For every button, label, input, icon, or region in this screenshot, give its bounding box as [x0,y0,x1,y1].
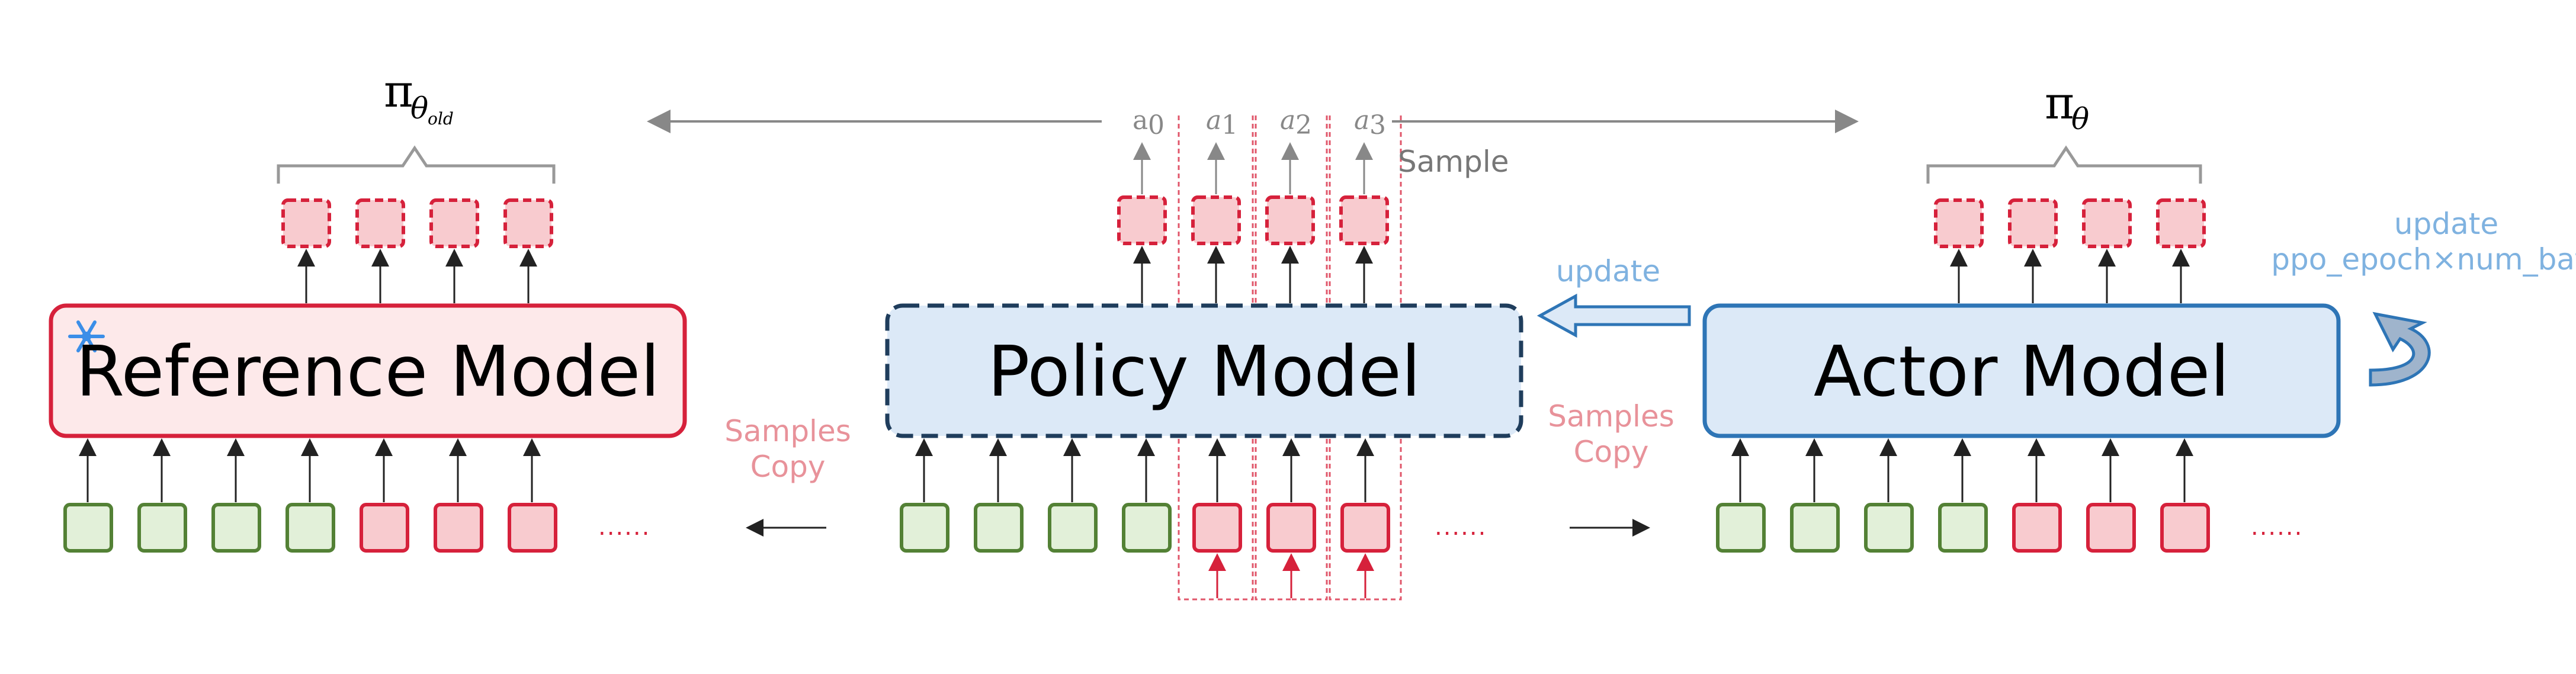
prompt-token [1122,503,1172,553]
policy-output-token [1339,195,1389,245]
reference-output-token [503,198,553,248]
reference-ellipsis: ...... [598,513,650,541]
response-token [2086,503,2136,553]
snowflake-icon [68,320,105,352]
prompt-token [1716,503,1766,553]
update-left-label: update [1556,254,1660,288]
samples-copy-right-line2: Copy [1574,435,1649,469]
actor-ellipsis: ...... [2251,513,2303,541]
samples-copy-left-line1: Samples [724,414,851,448]
actor-output-tokens [1934,198,2206,248]
actor-input-tokens [1716,503,2210,553]
prompt-token [974,503,1024,553]
actor-output-token [1934,198,1984,248]
prompt-token [211,503,261,553]
prompt-token [900,503,949,553]
old-subscript: old [428,109,454,129]
action-label: a [1280,105,1295,136]
actor-model-box [1702,303,2341,438]
reference-output-arrows [297,249,537,303]
actor-output-arrows [1950,249,2190,303]
update-right: update ppo_epoch×num_batch [2271,207,2576,387]
prompt-token [1790,503,1840,553]
response-token [1266,503,1316,553]
reference-output-token [281,198,331,248]
policy-input-tokens [900,503,1390,553]
update-right-label-line2: ppo_epoch×num_batch [2271,242,2576,277]
actor-output-token [2008,198,2058,248]
action-index: 3 [1369,110,1386,140]
samples-copy-left: Samples Copy [724,414,851,537]
response-token [360,503,409,553]
policy-output-arrows [1133,246,1373,303]
policy-output-tokens [1117,195,1389,245]
policy-ellipsis: ...... [1435,513,1487,541]
pi-theta-old-label: π θ old [384,65,454,129]
update-right-label-line1: update [2394,207,2498,241]
action-index: 2 [1295,110,1312,140]
response-token [508,503,557,553]
prompt-token [137,503,187,553]
actor-input-arrows [1731,438,2193,502]
actor-model-label: Actor Model [1814,330,2229,412]
response-token [2160,503,2210,553]
theta-subscript: θ [2071,102,2089,136]
action-index: 1 [1221,110,1238,140]
policy-input-arrows [915,438,1374,502]
pi-theta-label: π θ [2045,76,2089,136]
prompt-token [1864,503,1914,553]
pi-symbol: π [384,65,413,117]
prompt-token [63,503,113,553]
response-token [2012,503,2062,553]
action-label: a [1354,105,1369,136]
update-left: update [1536,254,1691,338]
sampling-loops [1178,115,1402,601]
actor-group: π θ Actor Model [1702,76,2341,553]
actor-output-token [2082,198,2132,248]
sampling-feedback-arrows [1208,553,1374,598]
reference-input-tokens [63,503,557,553]
action-label: a [1133,105,1148,136]
response-token [1340,503,1390,553]
pi-symbol: π [2045,76,2074,129]
response-token [1192,503,1242,553]
reference-group: π θ old Reference Model [49,65,687,553]
reference-input-arrows [79,438,541,502]
update-block-arrow [1536,293,1691,338]
reference-model-label: Reference Model [76,330,660,412]
policy-model-box [885,303,1523,438]
prompt-token [1048,503,1098,553]
policy-output-token [1117,195,1167,245]
policy-output-token [1191,195,1241,245]
action-labels: a 0 a 1 a 2 a 3 [1133,105,1386,140]
action-label: a [1206,105,1221,136]
response-token [434,503,483,553]
samples-copy-left-line2: Copy [750,450,826,484]
sample-label: Sample [1398,145,1509,179]
reference-output-tokens [281,198,553,248]
actor-output-brace [1926,145,2202,184]
samples-copy-right: Samples Copy [1548,399,1674,537]
reference-output-token [355,198,405,248]
policy-group: a 0 a 1 a 2 a 3 Sample [885,105,1523,601]
prompt-token [285,503,335,553]
reference-output-token [429,198,479,248]
policy-model-label: Policy Model [987,330,1420,412]
actor-output-token [2156,198,2206,248]
update-loop-arrow [2369,312,2431,387]
action-index: 0 [1148,110,1165,140]
samples-copy-right-line1: Samples [1548,399,1674,434]
prompt-token [1938,503,1988,553]
reference-model-box [49,303,687,438]
action-arrows [1133,142,1373,194]
theta-subscript: θ [410,91,428,126]
reference-output-brace [277,145,556,184]
policy-output-token [1265,195,1315,245]
